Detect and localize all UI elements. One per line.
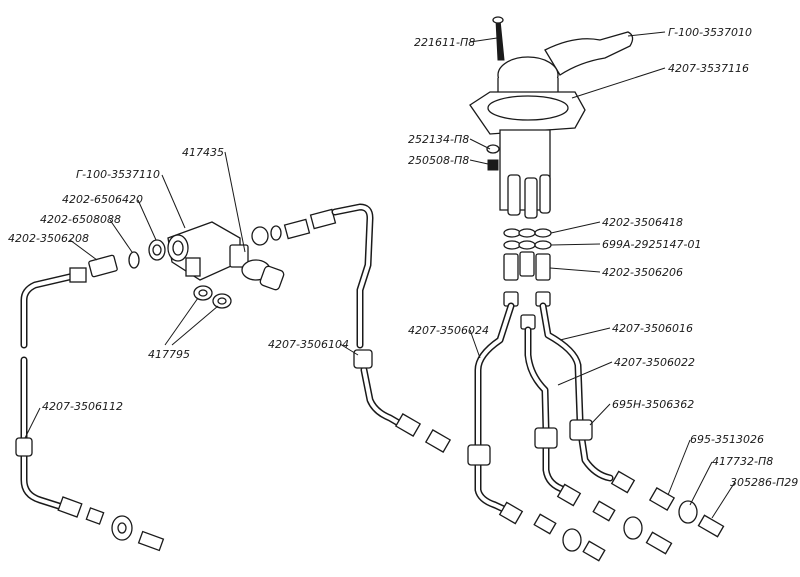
- union-fitting: [88, 254, 118, 278]
- nut: [487, 159, 499, 171]
- tee-bottom-port: [185, 257, 201, 277]
- left-union-bottom: [85, 507, 105, 525]
- gasket-small: [128, 251, 140, 269]
- pipe-center-nut: [424, 429, 452, 453]
- label-pipe-right-left: 4207-3506104: [268, 338, 349, 351]
- fitting-nut-1: [251, 226, 269, 246]
- clamp-hose-3: [569, 419, 593, 441]
- brake-valve-assembly: [469, 16, 634, 219]
- label-washer-upper: 252134-П8: [408, 133, 469, 146]
- pipe-right-end-top: [309, 208, 337, 230]
- label-washers-tee: 417795: [148, 348, 190, 361]
- fitting-washer: [270, 225, 282, 241]
- label-hose-right-1: 4207-3506016: [612, 322, 693, 335]
- tee-knob: [259, 265, 285, 291]
- pipe-left-end-top: [69, 267, 87, 283]
- label-fittings: 4202-3506206: [602, 266, 683, 279]
- valve-handle: [544, 31, 634, 76]
- left-nipple-bottom: [137, 530, 165, 552]
- fitting-body: [283, 218, 311, 240]
- label-fitting-a: 695-3513026: [690, 433, 764, 446]
- union-assembly: [88, 239, 166, 278]
- bolt: [495, 19, 505, 61]
- label-gasket-2: 4202-6508088: [40, 213, 121, 226]
- label-bolt: 221611-П8: [414, 36, 475, 49]
- valve-fittings-stack: [503, 228, 552, 330]
- label-union: 4202-3506208: [8, 232, 89, 245]
- label-hose-center-left: 4207-3506024: [408, 324, 489, 337]
- pipe-center-assembly: [331, 203, 452, 453]
- label-pipe-left: 4207-3506112: [42, 400, 123, 413]
- label-washer-b: 417732-П8: [712, 455, 773, 468]
- tee-valve-stem: [229, 244, 249, 268]
- pipe-left-assembly: [15, 267, 165, 552]
- label-ring: 699А-2925147-01: [602, 238, 701, 251]
- part-labels: 221611-П8 Г-100-3537010 4207-3537116 252…: [8, 26, 798, 489]
- label-tee-cap: Г-100-3537110: [76, 168, 160, 181]
- label-gasket-1: 4202-6506420: [62, 193, 143, 206]
- pipe-left-end-bottom: [57, 496, 83, 518]
- label-washers-a: 4202-3506418: [602, 216, 683, 229]
- tee-right-fittings: [251, 208, 337, 246]
- pipe-clamp-center: [353, 349, 373, 369]
- label-handle: Г-100-3537010: [668, 26, 752, 39]
- label-clamp: 695Н-3506362: [612, 398, 694, 411]
- label-hose-center: 4207-3506022: [614, 356, 695, 369]
- pipe-clamp-left: [15, 437, 33, 457]
- clamp-hose-2: [534, 427, 558, 449]
- leader-lines: [24, 31, 736, 519]
- right-hoses: [467, 302, 725, 562]
- pipe-center-end: [394, 413, 422, 437]
- label-nut: 250508-П8: [408, 154, 469, 167]
- label-valve-body: 4207-3537116: [668, 62, 749, 75]
- label-nipple: 305286-П29: [730, 476, 798, 489]
- tee-valve-assembly: [167, 221, 285, 309]
- clamp-hose-1: [467, 444, 491, 466]
- label-tee-valve: 417435: [182, 146, 224, 159]
- washer-upper: [486, 144, 500, 154]
